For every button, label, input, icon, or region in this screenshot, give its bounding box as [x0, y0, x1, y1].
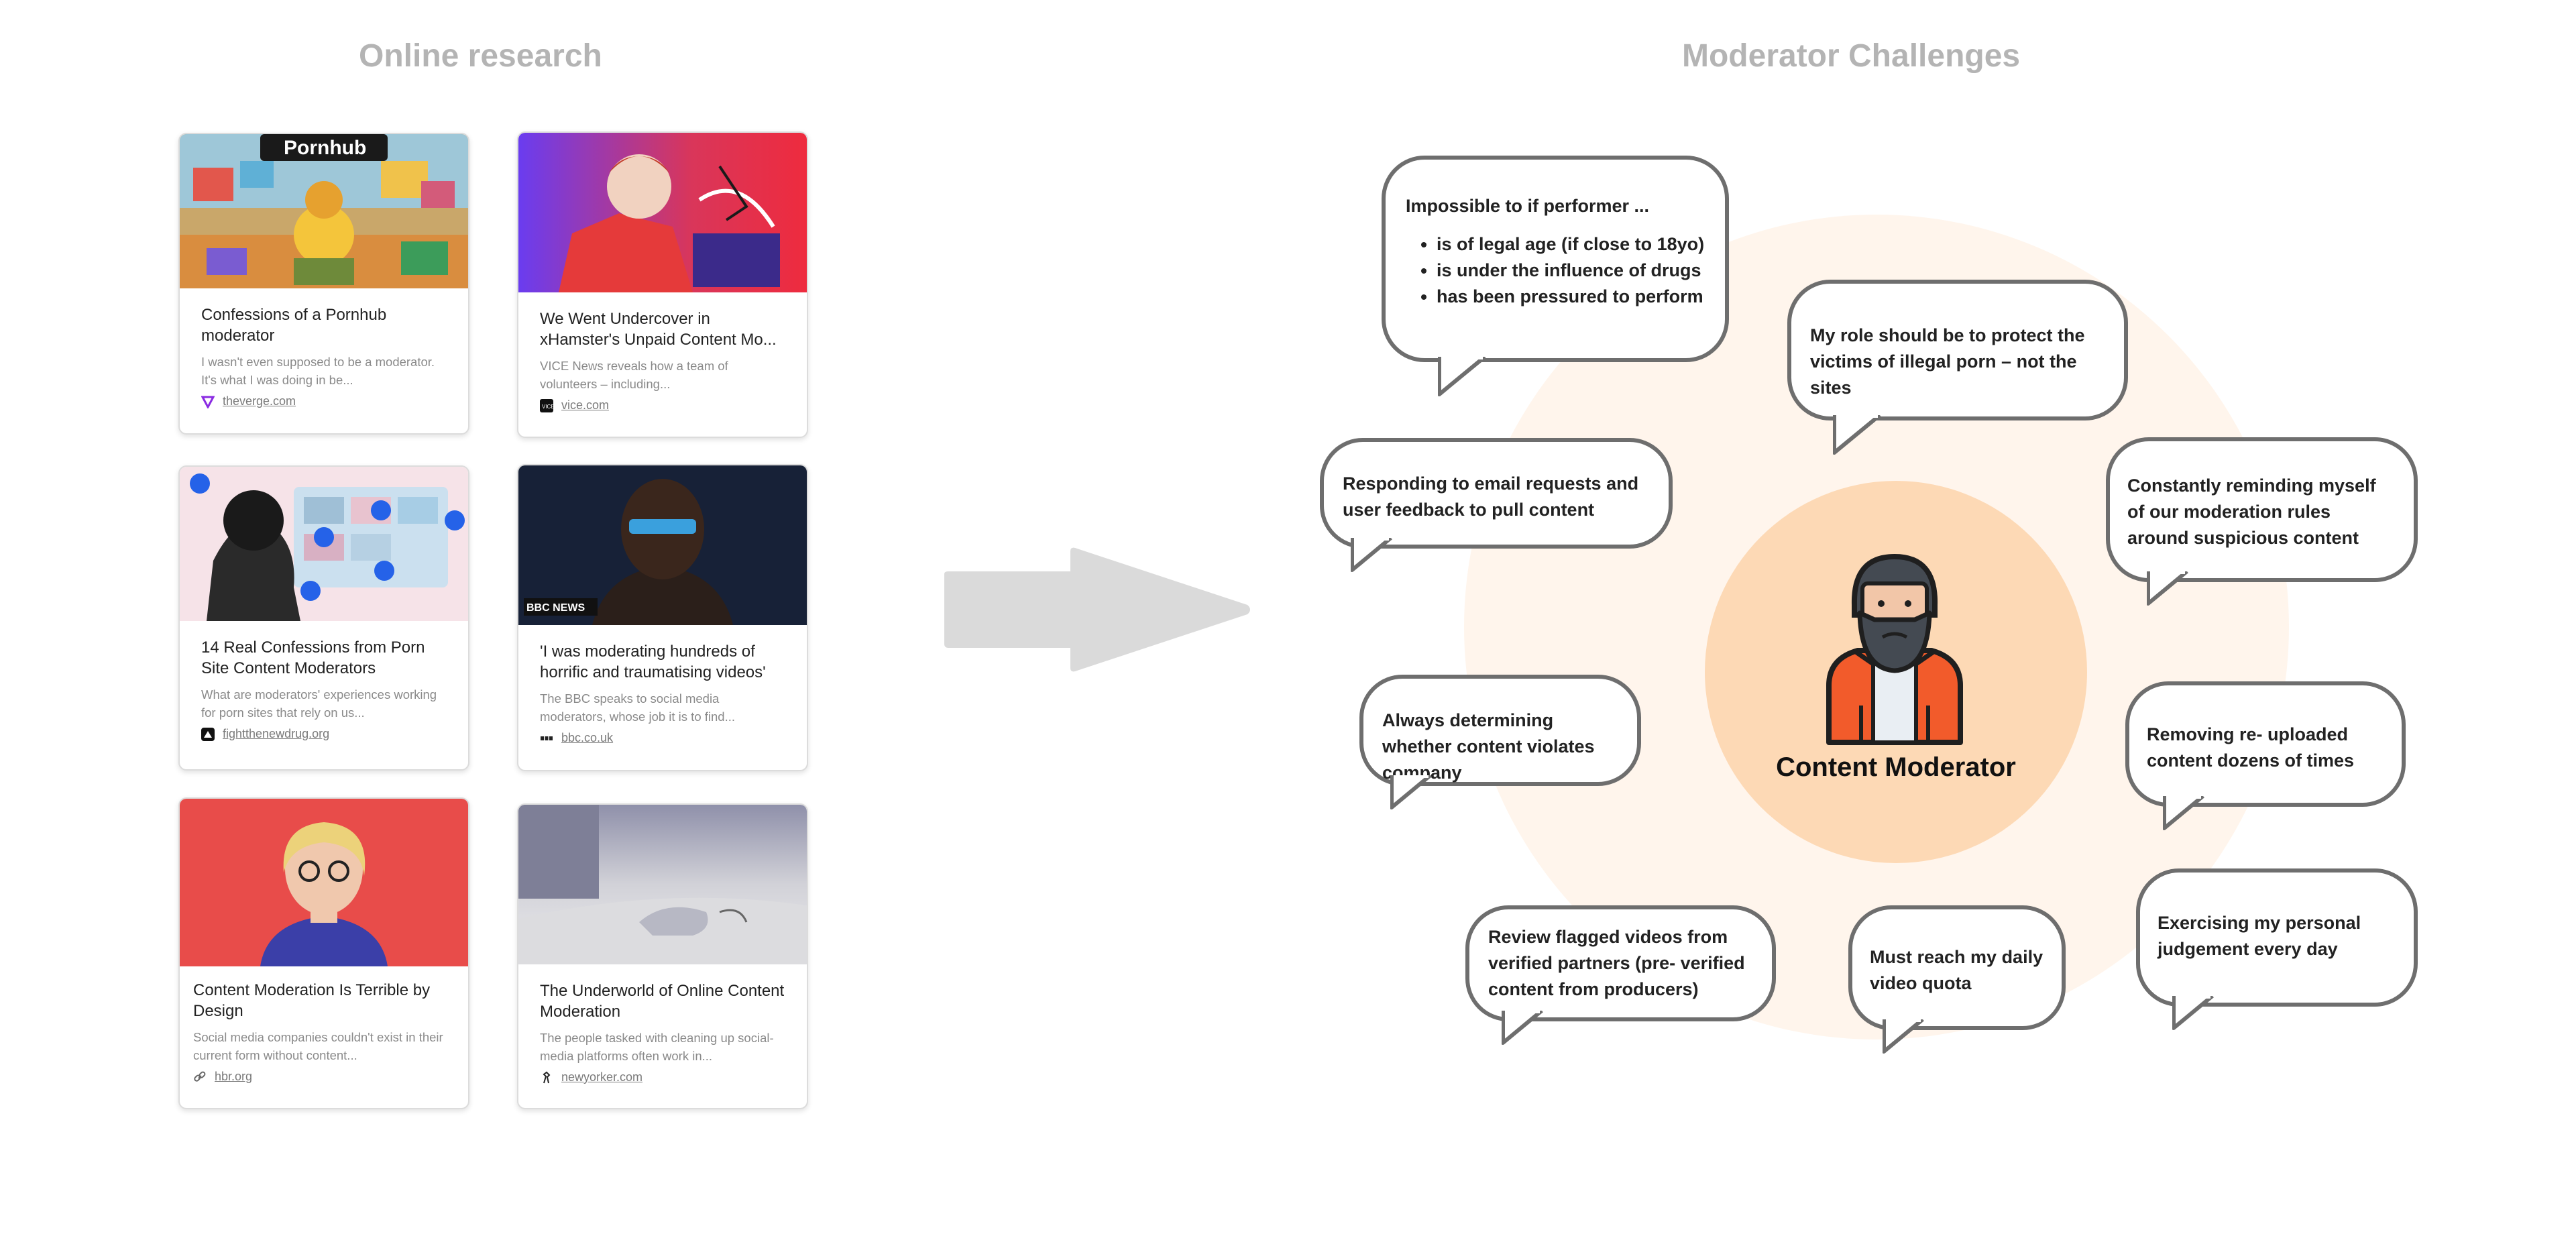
bubble-text: Review flagged videos from verified part…: [1488, 927, 1745, 999]
research-card-newyorker[interactable]: The Underworld of Online Content Moderat…: [517, 803, 808, 1109]
bubble-daily-quota: Must reach my daily video quota: [1848, 905, 2066, 1054]
bubble-text: Removing re- uploaded content dozens of …: [2147, 724, 2355, 771]
bubble-impossible-to-verify: Impossible to if performer ... is of leg…: [1382, 156, 1729, 396]
card-title: 'I was moderating hundreds of horrific a…: [540, 642, 766, 681]
svg-text:Pornhub: Pornhub: [284, 137, 366, 159]
card-thumbnail: [518, 805, 807, 964]
bubble-impossible-intro: Impossible to if performer ...: [1406, 196, 1650, 216]
link-icon: [193, 1070, 207, 1084]
bubble-impossible-item: is under the influence of drugs: [1437, 258, 1705, 284]
card-source-link[interactable]: vice.com: [561, 398, 610, 412]
card-source-link[interactable]: newyorker.com: [561, 1070, 643, 1084]
card-thumbnail: [180, 799, 468, 966]
research-card-vice[interactable]: We Went Undercover in xHamster's Unpaid …: [517, 131, 808, 438]
bubble-text: Constantly reminding myself of our moder…: [2127, 475, 2376, 548]
bubble-impossible-list: is of legal age (if close to 18yo) is un…: [1406, 231, 1705, 310]
bubble-protect-victims: My role should be to protect the victims…: [1787, 280, 2128, 455]
flow-arrow-icon: [944, 547, 1250, 672]
bubble-personal-judgement: Exercising my personal judgement every d…: [2136, 868, 2418, 1030]
card-description: The BBC speaks to social media moderator…: [540, 691, 735, 724]
card-description: I wasn't even supposed to be a moderator…: [201, 355, 435, 387]
card-description: VICE News reveals how a team of voluntee…: [540, 359, 728, 391]
content-moderator-icon: [1826, 553, 1963, 745]
card-thumbnail: [518, 133, 807, 292]
card-thumbnail: BBC NEWS: [518, 465, 807, 625]
bubble-reminding-rules: Constantly reminding myself of our moder…: [2106, 437, 2418, 606]
bubble-email-requests: Responding to email requests and user fe…: [1320, 438, 1673, 572]
card-description: The people tasked with cleaning up socia…: [540, 1031, 774, 1063]
bubble-impossible-item: is of legal age (if close to 18yo): [1437, 231, 1705, 258]
vice-logo-icon: VICE: [540, 398, 553, 412]
card-source-link[interactable]: hbr.org: [215, 1070, 253, 1083]
research-card-verge[interactable]: Pornhub Confessions of a Pornhub moderat…: [178, 133, 469, 435]
card-title: Confessions of a Pornhub moderator: [201, 306, 387, 345]
research-card-hbr[interactable]: Content Moderation Is Terrible by Design…: [178, 797, 469, 1109]
bubble-review-flagged: Review flagged videos from verified part…: [1465, 905, 1776, 1045]
section-title-online-research: Online research: [359, 38, 602, 74]
fightthenewdrug-logo-icon: [201, 727, 215, 741]
card-title: We Went Undercover in xHamster's Unpaid …: [540, 310, 777, 349]
card-title: The Underworld of Online Content Moderat…: [540, 982, 785, 1021]
card-description: What are moderators' experiences working…: [201, 687, 437, 720]
bubble-impossible-item: has been pressured to perform: [1437, 284, 1705, 310]
card-source-link[interactable]: bbc.co.uk: [561, 731, 614, 744]
content-moderator-label: Content Moderator: [1776, 752, 2016, 782]
bubble-removing-reuploads: Removing re- uploaded content dozens of …: [2125, 681, 2406, 830]
research-card-fightthenewdrug[interactable]: 14 Real Confessions from Porn Site Conte…: [178, 465, 469, 771]
bubble-determining-violations: Always determining whether content viola…: [1359, 675, 1641, 809]
bubble-text: Exercising my personal judgement every d…: [2158, 913, 2361, 959]
card-thumbnail: [180, 467, 468, 621]
bubble-text: Must reach my daily video quota: [1870, 947, 2043, 993]
bubble-text: Always determining whether content viola…: [1382, 710, 1595, 783]
section-title-moderator-challenges: Moderator Challenges: [1682, 38, 2021, 74]
research-card-bbc[interactable]: BBC NEWS 'I was moderating hundreds of h…: [517, 464, 808, 771]
card-source-link[interactable]: fightthenewdrug.org: [223, 727, 330, 740]
verge-logo-icon: [201, 395, 215, 408]
card-source-link[interactable]: theverge.com: [223, 394, 296, 408]
svg-text:BBC NEWS: BBC NEWS: [526, 602, 585, 614]
bbc-logo-icon: [540, 732, 553, 745]
svg-text:VICE: VICE: [542, 404, 553, 410]
card-description: Social media companies couldn't exist in…: [193, 1030, 443, 1062]
bubble-text: My role should be to protect the victims…: [1810, 325, 2085, 398]
card-thumbnail: Pornhub: [180, 134, 468, 288]
newyorker-logo-icon: [540, 1071, 553, 1084]
card-title: 14 Real Confessions from Porn Site Conte…: [201, 638, 425, 677]
bubble-text: Responding to email requests and user fe…: [1343, 473, 1639, 520]
card-title: Content Moderation Is Terrible by Design: [193, 981, 431, 1020]
